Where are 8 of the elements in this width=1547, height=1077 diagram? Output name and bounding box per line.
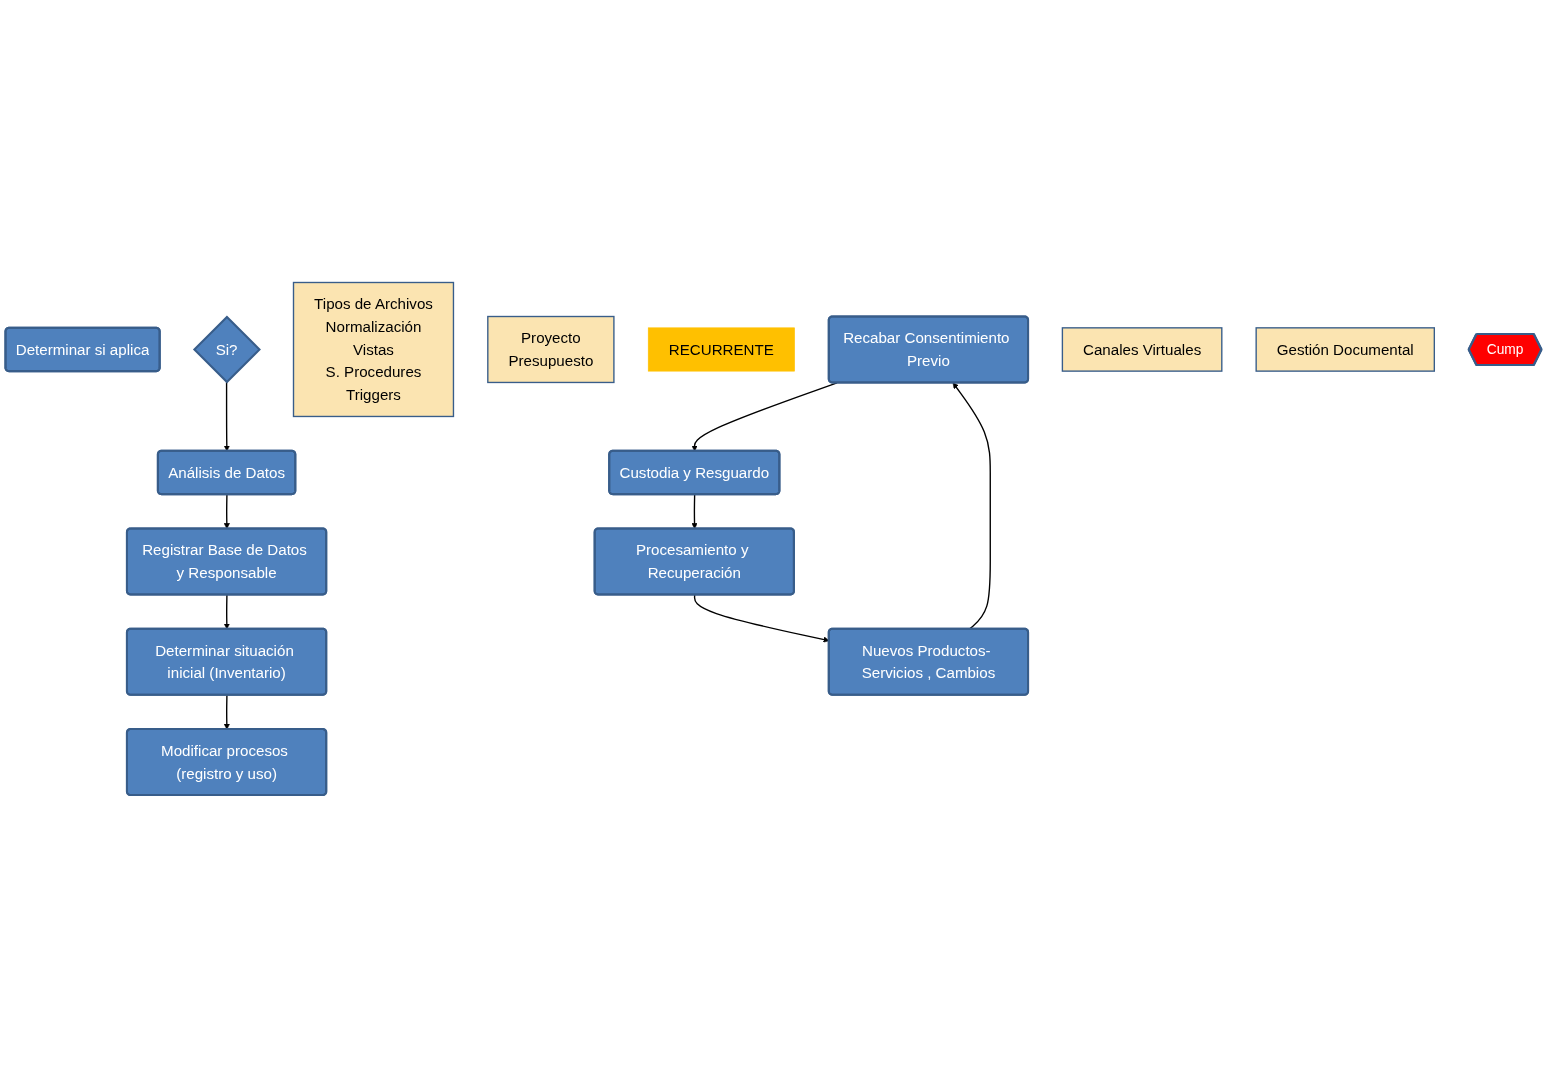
node-box: Tipos de Archivos Normalización Vistas S. Procedures Triggers [292, 281, 455, 417]
node-box: RECURRENTE [647, 327, 795, 372]
node-box: Gestión Documental [1255, 326, 1435, 372]
arrow [691, 493, 698, 529]
node-box: Canales Virtuales [1061, 326, 1223, 372]
node-box: Proyecto Presupuesto [487, 315, 615, 383]
arrow [223, 493, 230, 529]
node-diamond: Si? [192, 315, 261, 384]
